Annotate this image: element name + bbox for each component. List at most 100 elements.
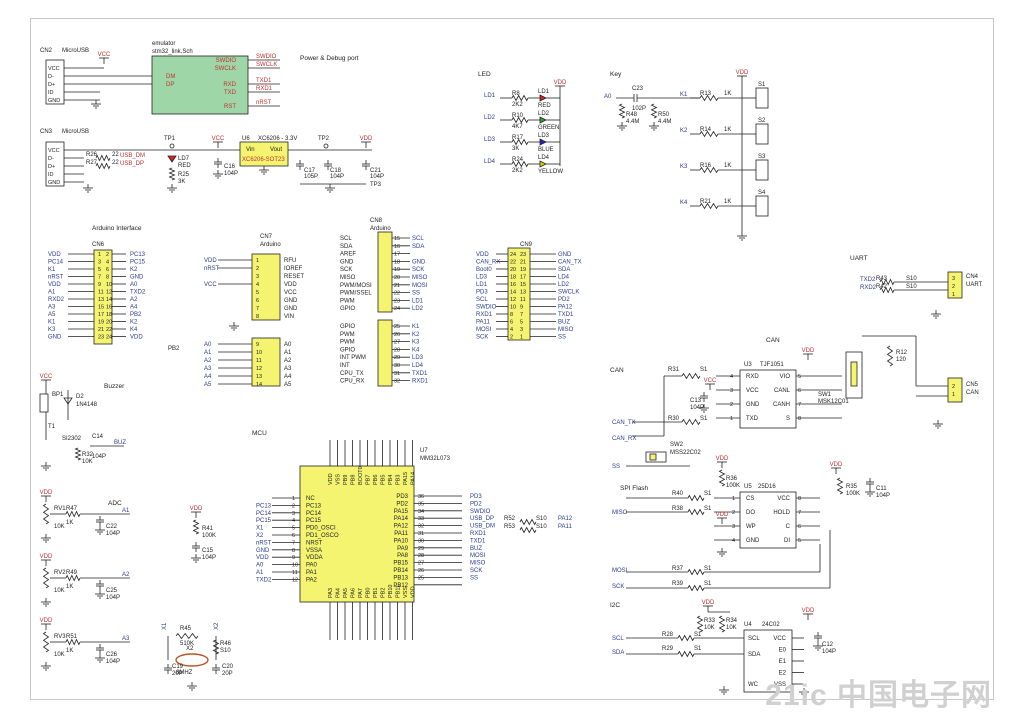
c23-ref: C23 [632,86,644,92]
key-resistor [699,94,719,102]
sw1-part: MSK12C01 [818,399,849,405]
key-switch-3-icon [755,159,769,181]
cn8b-pin: 30 [394,363,400,369]
u4-right-pin: E1 [779,659,787,665]
cn9-left-net: Boot0 [476,267,492,273]
cn6-pin: 14 [106,297,112,303]
mcu-right-pin: PD3 [396,494,408,500]
cn7-pin: 4 [256,282,259,288]
bp1-buzzer-icon [39,393,49,413]
cn7-pin: 8 [256,314,259,320]
key-switch-ref: S2 [758,118,766,124]
cn8-pin: 16 [394,244,400,250]
u4-left-pin: WC [748,682,759,688]
cn8b-net: LD4 [412,363,424,369]
key-resistor [699,166,719,174]
scl-net: SCL [612,636,624,642]
led-res-ref: R17 [512,135,524,141]
key-res-value: 1K [724,127,731,133]
cn6-pin: 9 [98,282,101,288]
r36-resistor [718,469,726,487]
u4-right-pin: E0 [779,648,787,654]
key-res-ref: R14 [700,127,712,133]
mcu-left-num: 10 [292,563,298,569]
cn8-pin: 17 [394,252,400,258]
u5-right-pin: DI [784,538,790,544]
r41-value: 100K [202,533,216,539]
r39-resistor [687,584,705,592]
adc-pot-ref: RV3 [54,634,66,640]
cn7b-net: A1 [204,350,212,356]
r31-resistor [681,372,701,380]
mcu-left-pin: PC15 [306,518,322,524]
supply-label: VDD [716,512,729,518]
mcu-top-pin: PB6 [373,475,379,485]
led-res-value: 4K7 [512,124,523,130]
cn9-right-net: PA12 [558,305,573,311]
adc-pot-ref: RV1 [54,506,66,512]
cn5-type: CAN [966,390,979,396]
mosi-net: MOSI [612,568,628,574]
u4-eeprom [743,629,793,693]
u4-right-pin: VCC [773,636,786,642]
cn8b-pin: 31 [394,371,400,377]
sw1-slider [850,361,858,387]
led-color: BLUE [538,147,554,153]
mcu-right-pin: PB13 [393,575,408,581]
cn7b-pin: 13 [256,374,262,380]
mcu-top-pin: PB4 [388,475,394,485]
mcu-left-net: A0 [256,563,264,569]
r34-value: 10K [726,625,737,631]
cn9-pin: 11 [520,297,526,303]
u5-spi-flash [739,491,797,549]
u3-right-pin: VIO [780,374,791,380]
r12-value: 120 [896,357,907,363]
key-switch-4-icon [755,195,769,217]
cn7-bottom-header [251,337,281,387]
cn6-pin: 22 [106,327,112,333]
cn5-connector [947,377,963,403]
cn9-pin: 13 [520,290,526,296]
pa11-net: PA11 [558,524,572,530]
emulator-net-label: SWCLK [256,62,277,68]
uart-resistor [879,286,895,294]
cn9-pin: 4 [510,327,513,333]
key-res-value: 1K [724,163,731,169]
supply-label: VDD [190,506,203,512]
cn6-left-net: K3 [48,327,56,333]
cn9-pin: 15 [520,282,526,288]
r26-ref: R26 [86,152,98,158]
r29-ref: R29 [662,646,674,652]
mcu-right-pin: PA9 [397,546,409,552]
section-title-adc: ADC [108,500,122,507]
emulator-net-label: TXD1 [256,78,272,84]
c15-ref: C15 [202,548,214,554]
cn3-pin-label: VCC [48,148,60,154]
cn6-pin: 5 [98,267,101,273]
cn6-pin: 17 [98,312,104,318]
mcu-body [299,465,415,603]
cn8-pin: 22 [394,291,400,297]
cn6-right-net: K4 [130,327,138,333]
mcu-right-num: 25 [418,575,424,581]
cn8b-net: RXD1 [412,379,429,385]
u3-left-pin: RXD [746,374,759,380]
cn9-pin: 1 [520,335,523,341]
cn9-left-net: VDD [476,252,489,258]
key-net: K1 [680,92,688,98]
mcu-left-num: 2 [292,503,295,509]
adc-pot-value: 10K [54,588,65,594]
cn6-right-net: K2 [130,320,138,326]
cn8-pin: 18 [394,259,400,265]
key-res-ref: R13 [700,91,712,97]
key-res-value: 1K [724,199,731,205]
adc-res-value: 1K [66,520,73,526]
cn7b-net: A4 [204,374,212,380]
uart-net: RXD2 [860,285,877,291]
cn9-pin: 9 [520,305,523,311]
c21-ref: C21 [370,168,382,174]
r52-ref: R52 [504,516,516,522]
key-res-ref: R21 [700,199,712,205]
mcu-right-num: 36 [418,494,424,500]
